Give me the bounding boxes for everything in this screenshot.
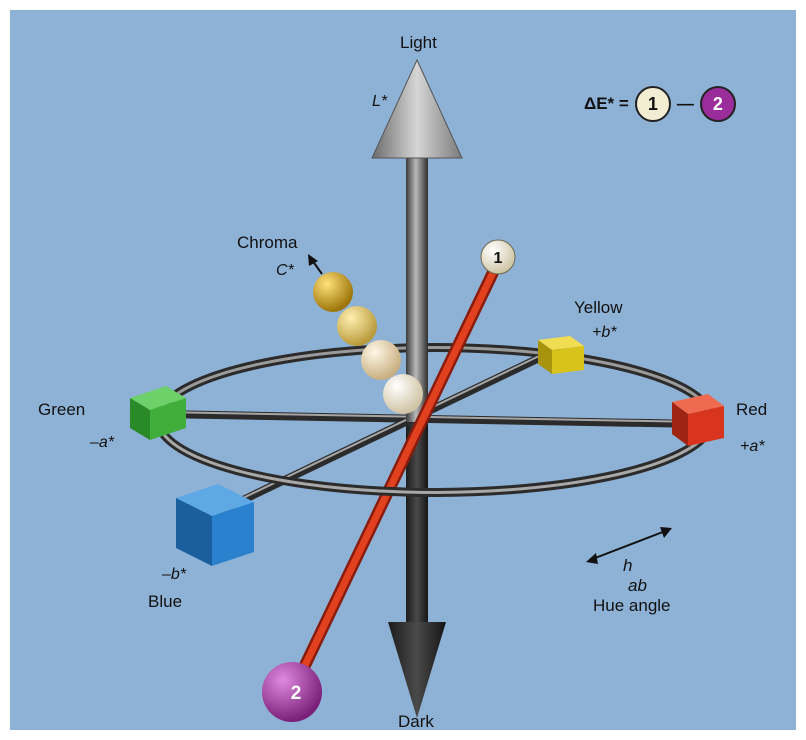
hue-ring-back-highlight [158, 346, 714, 429]
yellow-label: Yellow [574, 298, 623, 317]
delta-e-label: ΔE* = [584, 94, 629, 113]
dark-label: Dark [398, 712, 434, 731]
minus-b-label: –b* [162, 566, 187, 583]
b-axis [216, 344, 562, 516]
blue-cube [176, 484, 254, 566]
a-axis [159, 410, 701, 428]
delta-e-vector [294, 258, 502, 684]
hue-angle-arrowhead-left [586, 553, 598, 564]
chroma-label: Chroma [237, 233, 298, 252]
chroma-sphere-4 [383, 374, 423, 414]
sample-2-sphere [262, 662, 322, 722]
dark-arrowhead [388, 622, 446, 718]
red-cube [672, 394, 724, 446]
delta-e-legend: ΔE* = 1 — 2 [584, 86, 736, 122]
light-arrowhead [371, 58, 463, 159]
c-star-label: C* [276, 262, 294, 279]
sample-1-label: 1 [494, 250, 503, 267]
chroma-arrow-head [308, 254, 318, 266]
plus-b-label: +b* [592, 324, 617, 341]
hue-angle-arrow [589, 529, 669, 561]
hue-ring-front-highlight [156, 411, 712, 494]
yellow-cube [538, 336, 584, 374]
chroma-sphere-3 [361, 340, 401, 380]
green-cube [130, 386, 186, 440]
plus-a-label: +a* [740, 438, 765, 455]
light-axis-shaft [406, 150, 428, 422]
hue-angle-arrowhead-right [660, 527, 672, 538]
hue-ab-label: ab [628, 576, 647, 595]
green-label: Green [38, 400, 86, 419]
chroma-sphere-2 [337, 306, 377, 346]
delta-e-sample-1: 1 [634, 86, 671, 122]
minus-a-label: –a* [90, 434, 115, 451]
blue-label: Blue [148, 592, 183, 611]
delta-e-dash: — [676, 94, 694, 113]
sample-2-label: 2 [291, 683, 302, 704]
chroma-sphere-1 [313, 272, 353, 312]
hue-angle-label: Hue angle [593, 596, 671, 615]
l-star-label: L* [372, 93, 388, 110]
red-label: Red [736, 400, 768, 419]
hue-h-label: h [623, 556, 633, 575]
sample-1-sphere [480, 239, 516, 275]
light-label: Light [400, 33, 437, 52]
delta-e-sample-2: 2 [699, 86, 736, 122]
dark-axis-shaft [406, 420, 428, 635]
